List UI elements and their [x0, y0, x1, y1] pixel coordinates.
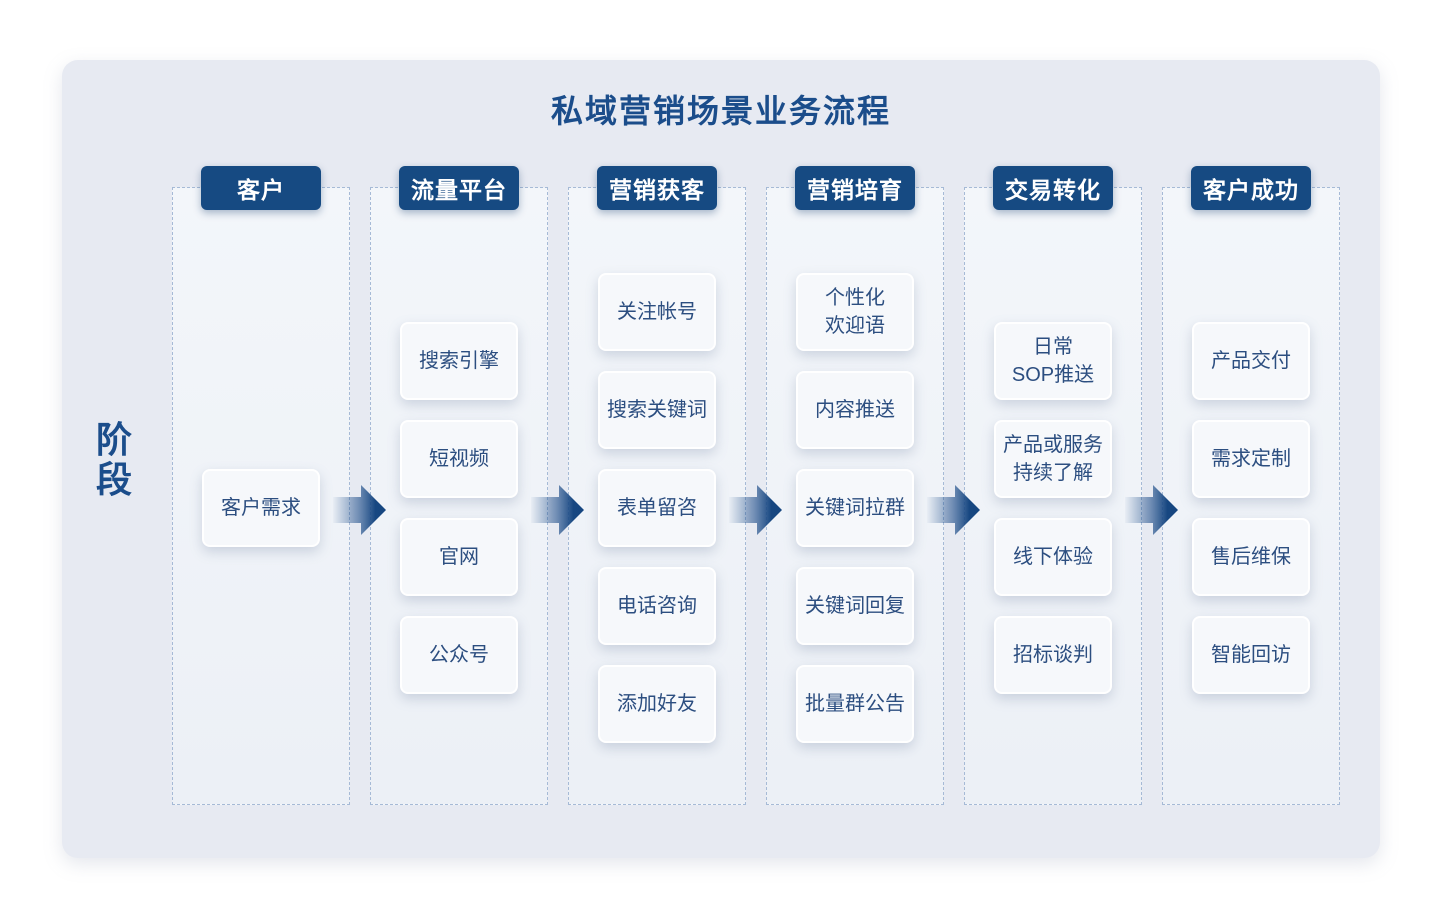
process-card: 搜索引擎 [400, 322, 518, 400]
stage-column: 客户成功 产品交付需求定制售后维保智能回访 [1162, 166, 1340, 805]
process-card: 个性化 欢迎语 [796, 273, 914, 351]
diagram-title: 私域营销场景业务流程 [550, 93, 891, 129]
stage-column: 营销培育 个性化 欢迎语内容推送关键词拉群关键词回复批量群公告 [766, 166, 944, 805]
stage-card-list: 搜索引擎短视频官网公众号 [371, 188, 547, 804]
process-card: 需求定制 [1192, 420, 1310, 498]
stage-card-list: 产品交付需求定制售后维保智能回访 [1163, 188, 1339, 804]
stage-card-list: 关注帐号搜索关键词表单留咨电话咨询添加好友 [569, 188, 745, 804]
stage-column: 流量平台 搜索引擎短视频官网公众号 [370, 166, 548, 805]
stage-card-list: 客户需求 [173, 188, 349, 804]
process-card: 客户需求 [202, 469, 320, 547]
stage-header: 营销获客 [597, 166, 717, 210]
process-card: 短视频 [400, 420, 518, 498]
process-card: 官网 [400, 518, 518, 596]
process-card: 智能回访 [1192, 616, 1310, 694]
stage-column: 营销获客 关注帐号搜索关键词表单留咨电话咨询添加好友 [568, 166, 746, 805]
process-card: 关键词回复 [796, 567, 914, 645]
diagram-panel: 私域营销场景业务流程 阶段 客户 客户需求 流量平台 搜索引擎短视频官网公众号 … [62, 60, 1380, 858]
stage-header: 交易转化 [993, 166, 1113, 210]
flow-arrow-icon [927, 484, 981, 536]
flow-arrow-icon [333, 484, 387, 536]
process-card: 批量群公告 [796, 665, 914, 743]
process-card: 电话咨询 [598, 567, 716, 645]
process-card: 添加好友 [598, 665, 716, 743]
process-card: 关注帐号 [598, 273, 716, 351]
process-card: 日常 SOP推送 [994, 322, 1112, 400]
stage-header: 客户 [201, 166, 321, 210]
stage-header: 流量平台 [399, 166, 519, 210]
process-card: 内容推送 [796, 371, 914, 449]
flow-arrow-icon [531, 484, 585, 536]
flow-arrow-icon [1125, 484, 1179, 536]
process-card: 产品交付 [1192, 322, 1310, 400]
stage-card-list: 个性化 欢迎语内容推送关键词拉群关键词回复批量群公告 [767, 188, 943, 804]
process-card: 搜索关键词 [598, 371, 716, 449]
stage-column: 交易转化 日常 SOP推送产品或服务 持续了解线下体验招标谈判 [964, 166, 1142, 805]
process-card: 线下体验 [994, 518, 1112, 596]
stage-header: 营销培育 [795, 166, 915, 210]
process-card: 招标谈判 [994, 616, 1112, 694]
stage-header: 客户成功 [1191, 166, 1311, 210]
stage-axis-label: 阶段 [95, 419, 132, 501]
process-card: 表单留咨 [598, 469, 716, 547]
process-card: 关键词拉群 [796, 469, 914, 547]
flow-arrow-icon [729, 484, 783, 536]
stage-column: 客户 客户需求 [172, 166, 350, 805]
process-card: 公众号 [400, 616, 518, 694]
stage-card-list: 日常 SOP推送产品或服务 持续了解线下体验招标谈判 [965, 188, 1141, 804]
process-card: 产品或服务 持续了解 [994, 420, 1112, 498]
process-card: 售后维保 [1192, 518, 1310, 596]
